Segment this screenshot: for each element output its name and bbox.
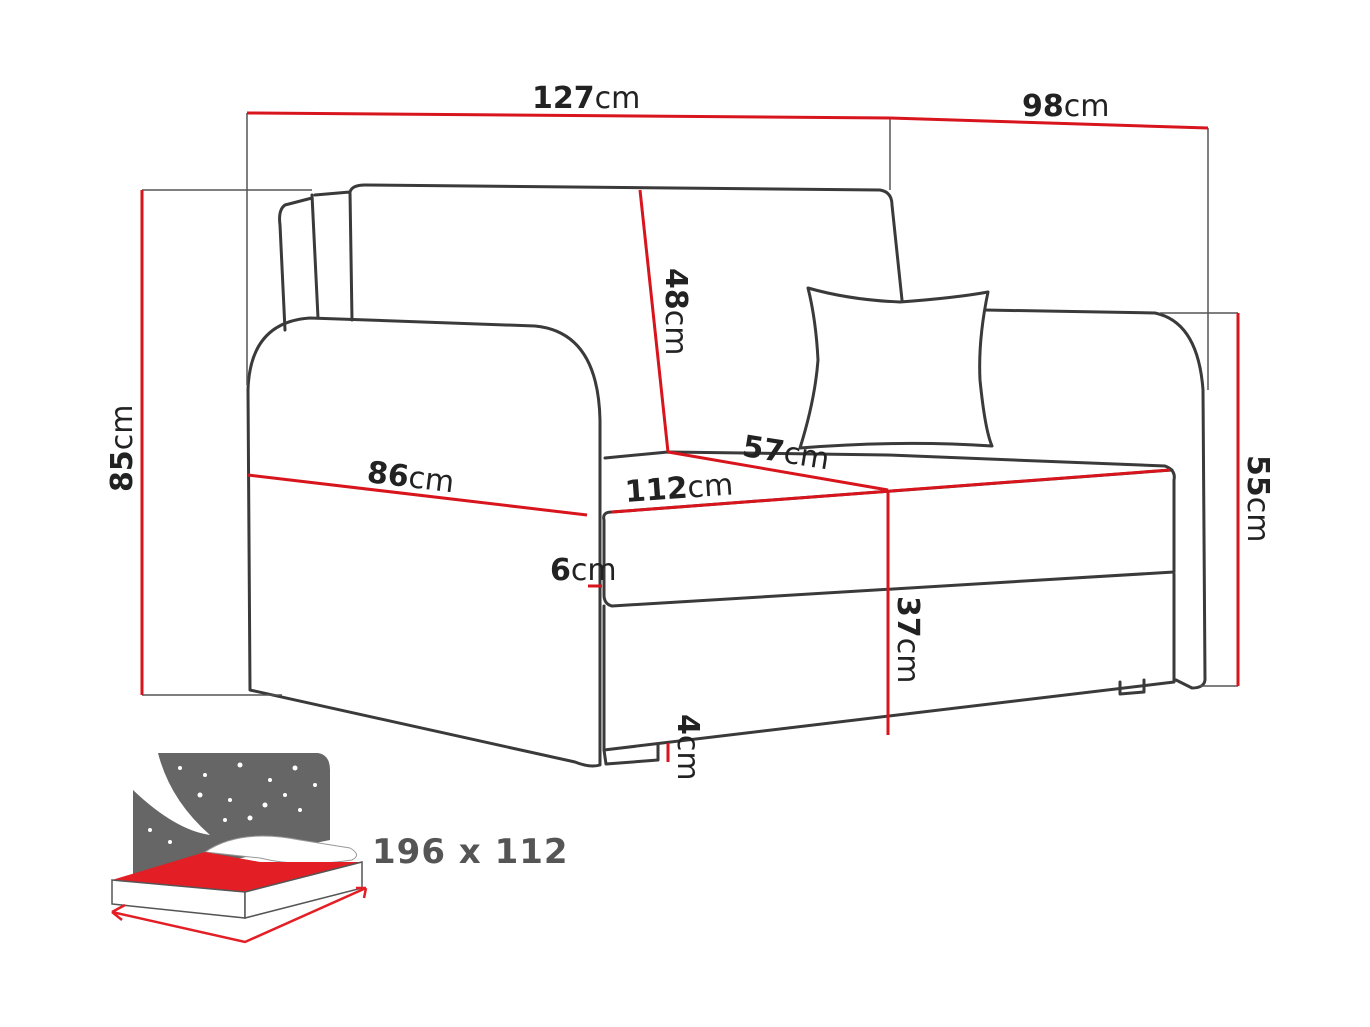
pillow (798, 286, 994, 450)
dim-unit: cm (105, 404, 140, 451)
dim-value: 98 (1022, 89, 1064, 124)
back-leg (1118, 678, 1146, 696)
dim-value: 57 (739, 429, 787, 471)
dim-unit: cm (781, 435, 832, 478)
dim-line-86 (247, 473, 588, 517)
dim-value: 127 (532, 81, 595, 116)
dim-unit: cm (890, 637, 925, 684)
dim-value: 48 (658, 268, 693, 310)
label-backrest-height: 48cm (658, 268, 693, 356)
dim-unit: cm (1240, 496, 1275, 543)
dim-value: 112 (623, 470, 689, 510)
label-seat-height: 37cm (890, 596, 925, 684)
dim-unit: cm (670, 734, 705, 781)
dim-unit: cm (686, 467, 735, 506)
dim-value: 6 (550, 553, 571, 588)
dim-value: 85 (105, 450, 140, 492)
label-seat-width: 112cm (623, 467, 735, 510)
backrest (348, 183, 904, 302)
dim-unit: cm (594, 81, 641, 116)
label-total-height: 85cm (105, 404, 140, 492)
label-armrest-height: 55cm (1240, 455, 1275, 543)
seat-cushion (602, 450, 1176, 608)
dim-line-57 (667, 450, 889, 492)
extension-lines (142, 113, 1238, 696)
sleeping-area-size: 196 x 112 (372, 832, 569, 872)
dim-unit: cm (406, 460, 457, 501)
backrest-side (278, 190, 354, 332)
dim-line-48 (638, 189, 670, 453)
dim-line-112 (611, 468, 1171, 514)
dim-value: 55 (1240, 455, 1275, 497)
dim-unit: cm (1063, 89, 1110, 124)
front-leg (602, 743, 660, 766)
dim-value: 37 (890, 596, 925, 638)
label-frame-gap: 6cm (550, 556, 617, 586)
dim-line-98 (889, 116, 1209, 130)
dim-line-127 (246, 111, 891, 120)
right-armrest (983, 308, 1207, 690)
label-total-depth: 98cm (1022, 92, 1109, 122)
label-total-width: 127cm (532, 84, 640, 114)
dim-unit: cm (570, 553, 617, 588)
dim-value: 4 (670, 714, 705, 735)
label-leg-height: 4cm (670, 714, 705, 781)
dim-unit: cm (658, 309, 693, 356)
dim-value: 86 (365, 455, 411, 495)
bed-stars-icon (111, 753, 368, 944)
left-armrest (246, 316, 602, 768)
